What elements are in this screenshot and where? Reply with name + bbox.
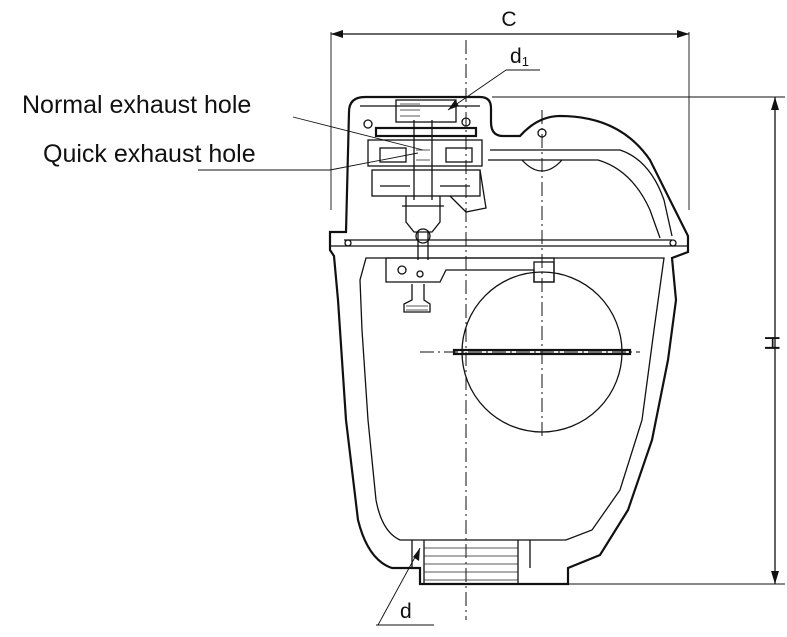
dimension-c-label: C — [501, 8, 516, 31]
dimension-h-label: H — [760, 335, 783, 350]
dimension-d1-label: d1 — [510, 45, 529, 69]
dimension-d: d — [376, 547, 434, 626]
float-ball — [452, 271, 632, 433]
valve-mechanism — [363, 99, 555, 313]
dimension-d1: d1 — [447, 45, 540, 111]
normal-exhaust-hole-label: Normal exhaust hole — [22, 91, 251, 119]
callout-quick-exhaust: Quick exhaust hole — [43, 140, 419, 171]
dimension-h: H — [492, 96, 785, 585]
dimension-d-label: d — [400, 600, 412, 623]
quick-exhaust-hole-label: Quick exhaust hole — [43, 140, 256, 168]
valve-body — [328, 95, 690, 586]
callout-normal-exhaust: Normal exhaust hole — [22, 91, 424, 151]
dimension-c: C — [330, 8, 690, 210]
